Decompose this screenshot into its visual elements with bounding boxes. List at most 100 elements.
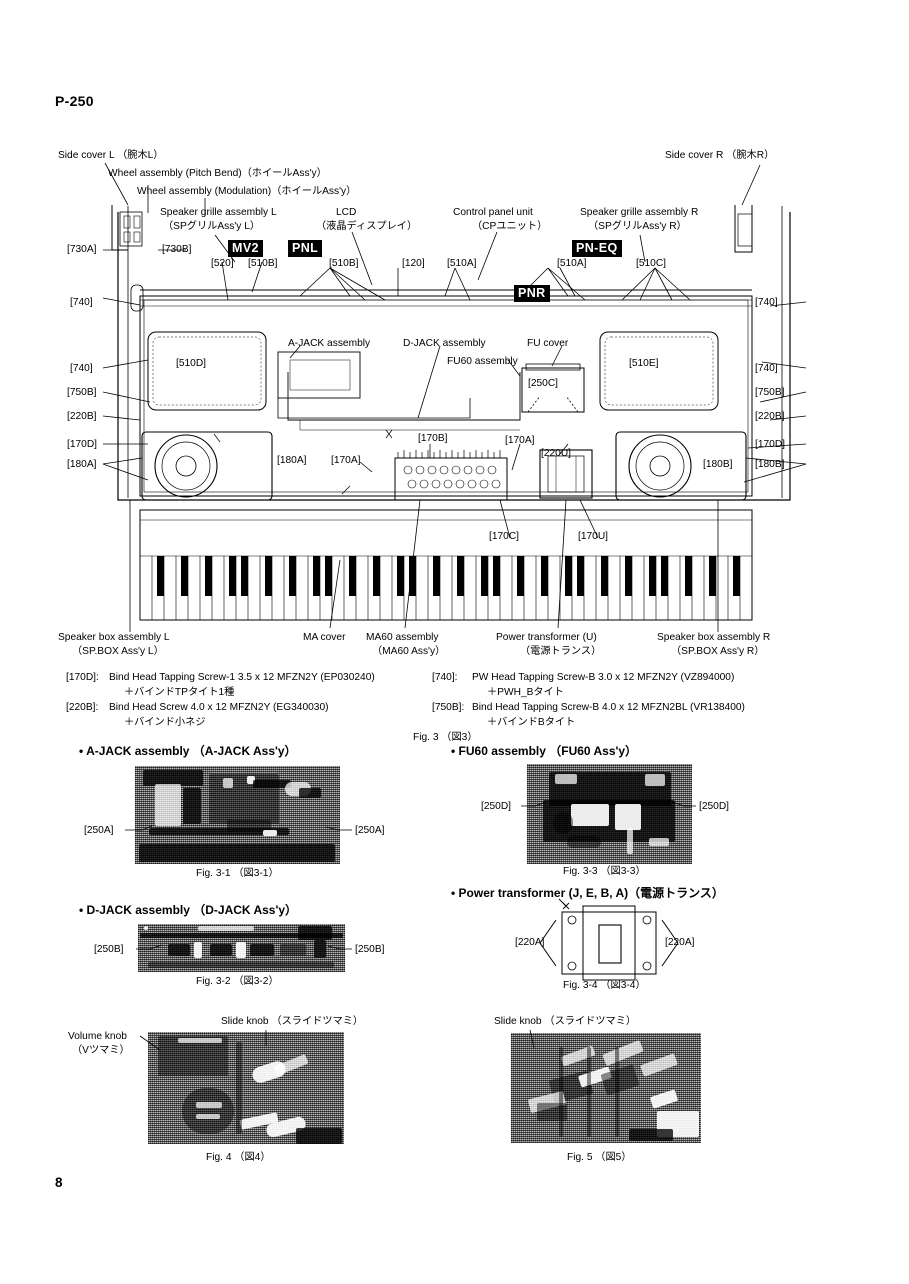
callout-wheel-pitch-bend: Wheel assembly (Pitch Bend)（ホイールAss'y） (108, 168, 327, 179)
photo-fig-5 (511, 1033, 701, 1143)
callout-power-transformer-u-line2: （電源トランス） (520, 646, 602, 657)
callout-wheel-modulation: Wheel assembly (Modulation)（ホイールAss'y） (137, 186, 357, 197)
callout-control-panel-line1: Control panel unit (453, 207, 533, 218)
callout-power-transformer-u-line1: Power transformer (U) (496, 632, 597, 643)
screw-note-jp-2: ＋PWH_Bタイト (487, 687, 564, 698)
inner-label-a-jack: A-JACK assembly (288, 338, 371, 349)
part-ref-170u: [170U] (578, 531, 609, 542)
part-ref-170a-right: [170A] (505, 435, 535, 446)
part-ref-740-br: [740] (755, 363, 778, 374)
label-a-jack-left: [250A] (84, 825, 114, 836)
screw-note-jp-3: ＋バインドBタイト (487, 717, 576, 728)
main-figure-caption: Fig. 3 （図3） (413, 732, 478, 743)
part-ref-220b-l: [220B] (67, 411, 97, 422)
screw-note-desc-1: Bind Head Screw 4.0 x 12 MFZN2Y (EG34003… (109, 702, 329, 713)
photo-a-jack-assembly (135, 766, 340, 864)
page-number: 8 (55, 1175, 63, 1190)
board-tag-pnl: PNL (288, 240, 323, 257)
label-slide-knob-fig4: Slide knob （スライドツマミ） (221, 1016, 364, 1027)
callout-side-cover-r: Side cover R （腕木R） (665, 150, 775, 161)
label-slide-knob-fig5: Slide knob （スライドツマミ） (494, 1016, 637, 1027)
part-ref-510a-left: [510A] (447, 258, 477, 269)
inner-label-fu-cover: FU cover (527, 338, 569, 349)
part-ref-170d-l: [170D] (67, 439, 98, 450)
inner-label-d-jack: D-JACK assembly (403, 338, 486, 349)
screw-note-jp-1: ＋バインド小ネジ (124, 717, 206, 728)
screw-note-ref-3: [750B]: (432, 702, 465, 713)
screw-note-ref-2: [740]: (432, 672, 458, 683)
caption-fig-3-4: Fig. 3-4 （図3-4） (563, 980, 646, 991)
photo-fig-4 (148, 1032, 344, 1144)
part-ref-220u: [220U] (541, 448, 572, 459)
part-ref-170c: [170C] (489, 531, 520, 542)
callout-lcd-line2: （液晶ディスプレイ） (316, 221, 418, 232)
part-ref-180a-c: [180A] (277, 455, 307, 466)
board-tag-pnr: PNR (514, 285, 550, 302)
part-ref-750b-l: [750B] (67, 387, 97, 398)
callout-sp-grille-l-line1: Speaker grille assembly L (160, 207, 277, 218)
part-ref-180b-r2: [180B] (703, 459, 733, 470)
callout-sp-grille-l-line2: （SPグリルAss'y L） (163, 221, 261, 232)
caption-fig-5: Fig. 5 （図5） (567, 1152, 632, 1163)
screw-note-jp-0: ＋バインドTPタイト1種 (124, 687, 235, 698)
screw-note-desc-3: Bind Head Tapping Screw-B 4.0 x 12 MFZN2… (472, 702, 745, 713)
callout-ma-cover: MA cover (303, 632, 346, 643)
part-ref-510b-right: [510B] (329, 258, 359, 269)
label-d-jack-right: [250B] (355, 944, 385, 955)
part-ref-750b-r: [750B] (755, 387, 785, 398)
part-ref-510e: [510E] (629, 358, 659, 369)
part-ref-510b-left: [510B] (248, 258, 278, 269)
part-ref-170d-r: [170D] (755, 439, 786, 450)
part-ref-510c: [510C] (636, 258, 667, 269)
callout-sp-box-l-line1: Speaker box assembly L (58, 632, 170, 643)
label-power-transformer-left: [220A] (515, 937, 545, 948)
heading-d-jack-assembly: • D-JACK assembly （D-JACK Ass'y） (79, 903, 298, 917)
photo-fu60-assembly (527, 764, 692, 864)
caption-fig-3-3: Fig. 3-3 （図3-3） (563, 866, 646, 877)
part-ref-510a-right: [510A] (557, 258, 587, 269)
caption-fig-3-1: Fig. 3-1 （図3-1） (196, 868, 279, 879)
screw-note-desc-0: Bind Head Tapping Screw-1 3.5 x 12 MFZN2… (109, 672, 375, 683)
callout-ma60-line1: MA60 assembly (366, 632, 439, 643)
part-ref-730b: [730B] (162, 244, 192, 255)
callout-side-cover-l: Side cover L （腕木L） (58, 150, 164, 161)
callout-sp-grille-r-line2: （SPグリルAss'y R） (588, 221, 687, 232)
callout-control-panel-line2: （CPユニット） (472, 221, 548, 232)
callout-sp-box-r-line2: （SP.BOX Ass'y R） (671, 646, 765, 657)
inner-label-fu60: FU60 assembly (447, 356, 518, 367)
screw-note-ref-1: [220B]: (66, 702, 99, 713)
part-ref-170a-left: [170A] (331, 455, 361, 466)
part-ref-250c: [250C] (528, 378, 559, 389)
caption-fig-4: Fig. 4 （図4） (206, 1152, 271, 1163)
photo-d-jack-assembly (138, 924, 345, 972)
label-volume-knob-line2: （Vツマミ） (72, 1045, 130, 1056)
board-tag-mv2: MV2 (228, 240, 263, 257)
heading-a-jack-assembly: • A-JACK assembly （A-JACK Ass'y） (79, 744, 297, 758)
callout-sp-box-r-line1: Speaker box assembly R (657, 632, 771, 643)
heading-power-transformer: • Power transformer (J, E, B, A)（電源トランス） (451, 886, 724, 900)
screw-note-desc-2: PW Head Tapping Screw-B 3.0 x 12 MFZN2Y … (472, 672, 735, 683)
part-ref-180b-r: [180B] (755, 459, 785, 470)
label-a-jack-right: [250A] (355, 825, 385, 836)
part-ref-180a-l: [180A] (67, 459, 97, 470)
caption-fig-3-2: Fig. 3-2 （図3-2） (196, 976, 279, 987)
label-fu60-right: [250D] (699, 801, 730, 812)
part-ref-740-tr: [740] (755, 297, 778, 308)
page-title: P-250 (55, 93, 94, 109)
label-fu60-left: [250D] (481, 801, 512, 812)
heading-fu60-assembly: • FU60 assembly （FU60 Ass'y） (451, 744, 638, 758)
callout-ma60-line2: （MA60 Ass'y） (372, 646, 446, 657)
part-ref-740-bl: [740] (70, 363, 93, 374)
part-ref-520: [520] (211, 258, 234, 269)
label-power-transformer-right: [220A] (665, 937, 695, 948)
callout-lcd-line1: LCD (336, 207, 357, 218)
label-volume-knob-line1: Volume knob (68, 1031, 127, 1042)
part-ref-220b-r: [220B] (755, 411, 785, 422)
